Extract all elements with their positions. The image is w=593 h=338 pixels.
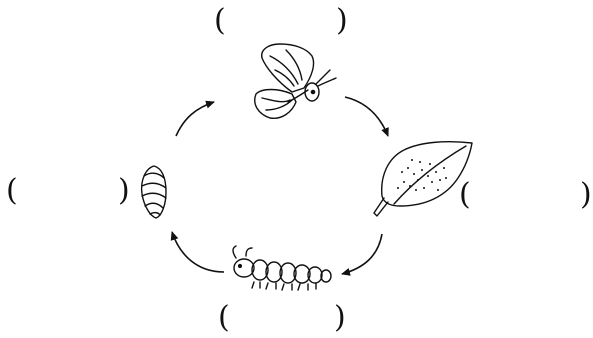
butterfly-icon bbox=[255, 44, 336, 118]
arrow-egg-to-larva bbox=[342, 234, 382, 274]
pupa-icon bbox=[142, 166, 166, 218]
leaf-with-eggs-icon bbox=[374, 142, 472, 216]
arrow-larva-to-pupa bbox=[172, 232, 224, 272]
arrow-pupa-to-adult bbox=[176, 102, 214, 136]
caterpillar-icon bbox=[233, 246, 331, 290]
arrow-adult-to-egg bbox=[345, 97, 388, 136]
